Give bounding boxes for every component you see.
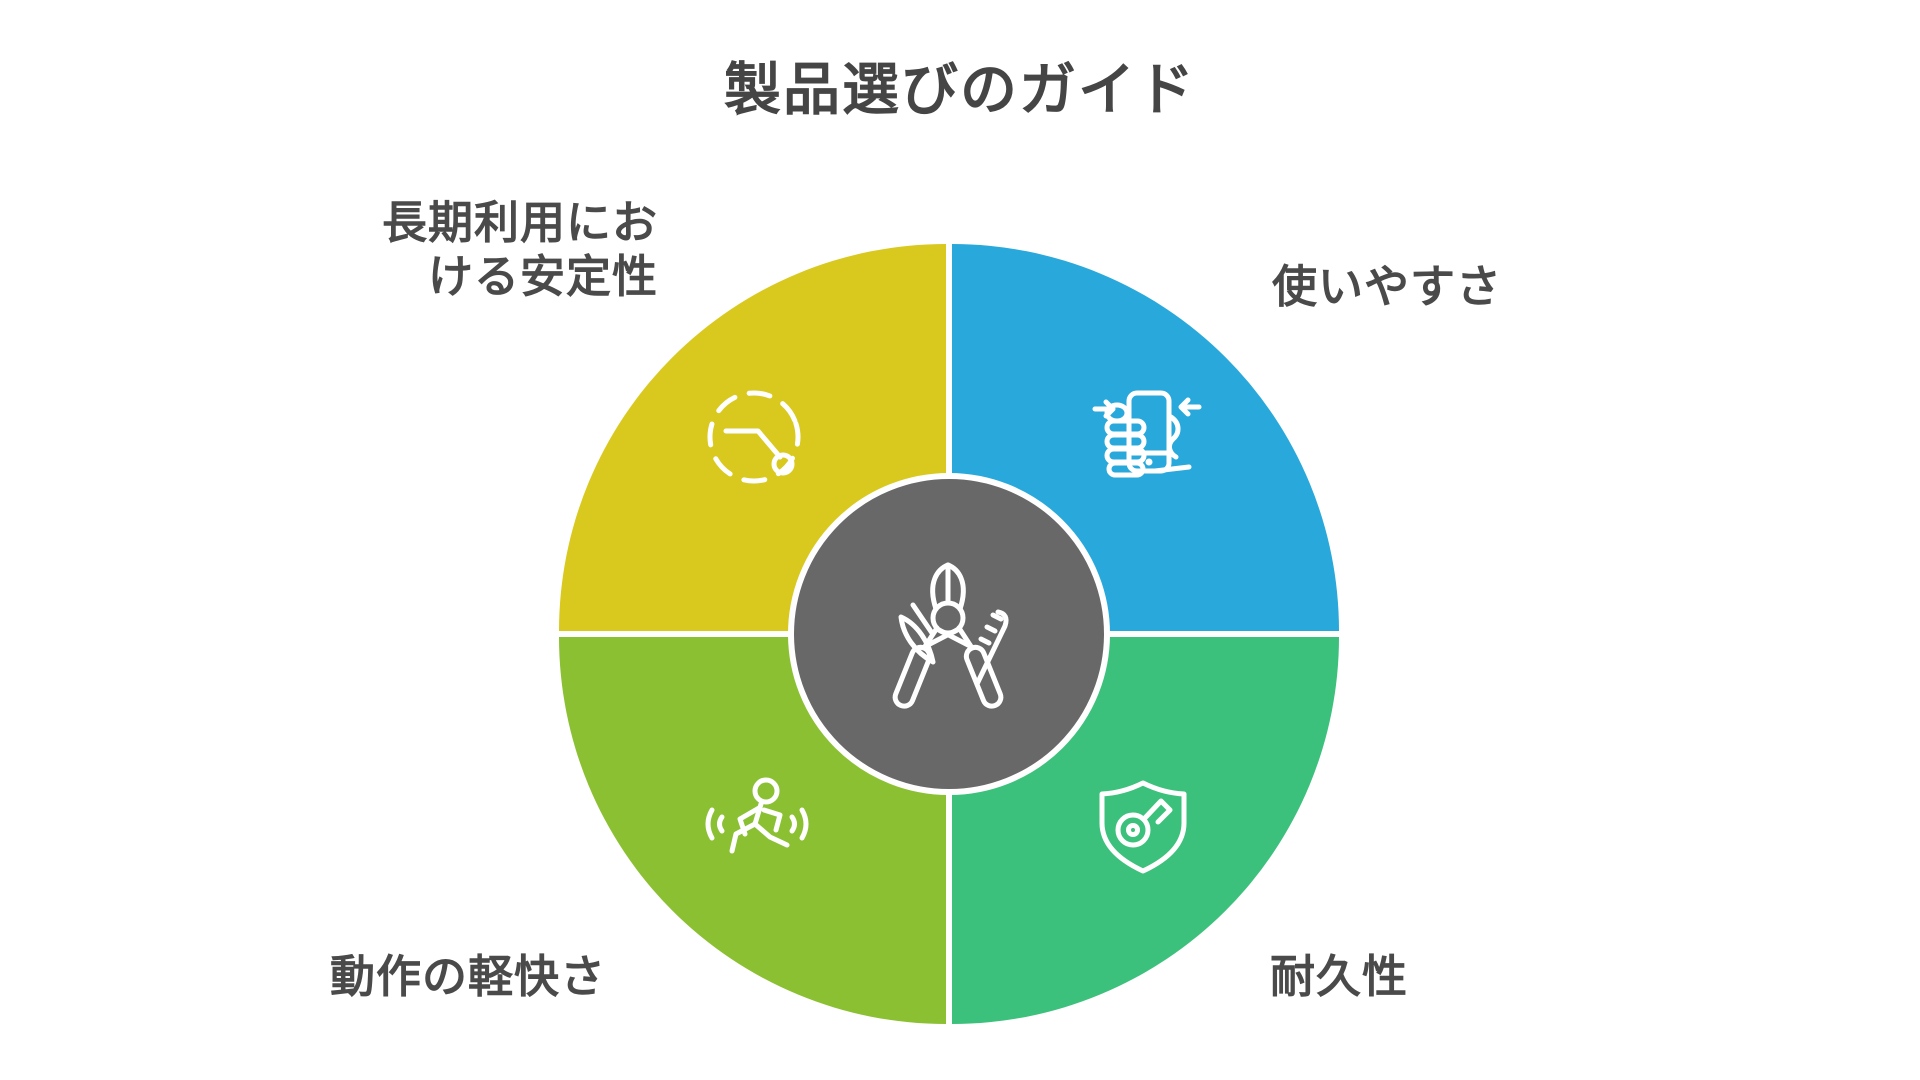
- label-stability: 長期利用にお ける安定性: [382, 196, 658, 304]
- label-durability: 耐久性: [1270, 951, 1409, 1002]
- page-title: 製品選びのガイド: [724, 58, 1196, 122]
- wire-cutters-icon: [892, 562, 1009, 709]
- label-stability-line1: 長期利用にお: [381, 197, 658, 248]
- label-ease: 使いやすさ: [1272, 261, 1503, 312]
- running-person-icon: [705, 777, 809, 854]
- label-lightness: 動作の軽快さ: [330, 951, 607, 1002]
- dashed-clock-icon: [707, 390, 801, 484]
- shield-key-icon: [1099, 780, 1187, 874]
- label-stability-line2: ける安定性: [427, 251, 658, 302]
- hand-holding-phone-icon: [1092, 390, 1202, 478]
